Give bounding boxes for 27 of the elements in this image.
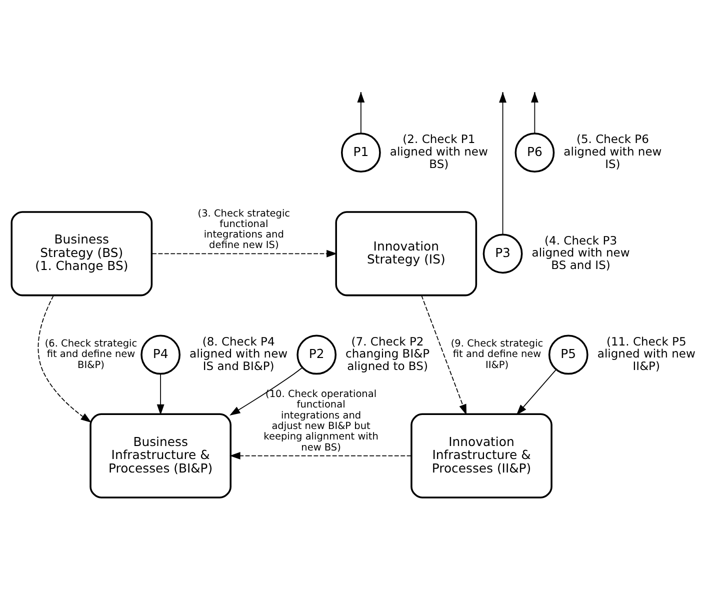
arrow <box>516 368 556 415</box>
edge-label: (9. Check strategic fit and define new II&P) <box>450 338 544 370</box>
node-label: (8. Check P4 aligned with new IS and BI&P) <box>190 334 288 373</box>
node-label: (11. Check P5 aligned with new II&P) <box>597 334 696 373</box>
node-circle: P3 <box>482 233 523 274</box>
node-label: (2. Check P1 aligned with new BS) <box>390 132 488 171</box>
arrow <box>156 372 164 415</box>
node-circle: P6 <box>514 132 555 172</box>
node-circle: P2 <box>296 334 337 374</box>
node-box: Business Strategy (BS) (1. Change BS) <box>10 210 153 296</box>
arrow <box>230 366 303 415</box>
node-label: (4. Check P3 aligned with new BS and IS) <box>532 232 630 272</box>
arrow <box>152 249 338 257</box>
node-box: Business Infrastructure & Processes (BI&P) <box>90 412 232 498</box>
node-circle: P4 <box>140 334 181 374</box>
arrow <box>38 294 92 422</box>
node-box: Innovation Strategy (IS) <box>335 210 478 296</box>
edge-label: (6. Check strategic fit and define new BI&P) <box>44 338 138 370</box>
node-label: (7. Check P2 changing BI&P aligned to BS) <box>346 334 430 373</box>
node-circle: P5 <box>548 334 588 374</box>
node-label: (5. Check P6 aligned with new IS) <box>564 132 662 171</box>
edge-label: (10. Check operational functional integrations and adjust new BI&P but keeping alignment with new BS) <box>264 388 378 453</box>
edge-label: (3. Check strategic functional integrations and define new IS) <box>198 208 290 251</box>
arrow <box>421 294 467 415</box>
arrow <box>230 452 412 460</box>
node-box: Innovation Infrastructure & Processes (II&P) <box>410 412 552 498</box>
node-circle: P1 <box>340 132 381 172</box>
